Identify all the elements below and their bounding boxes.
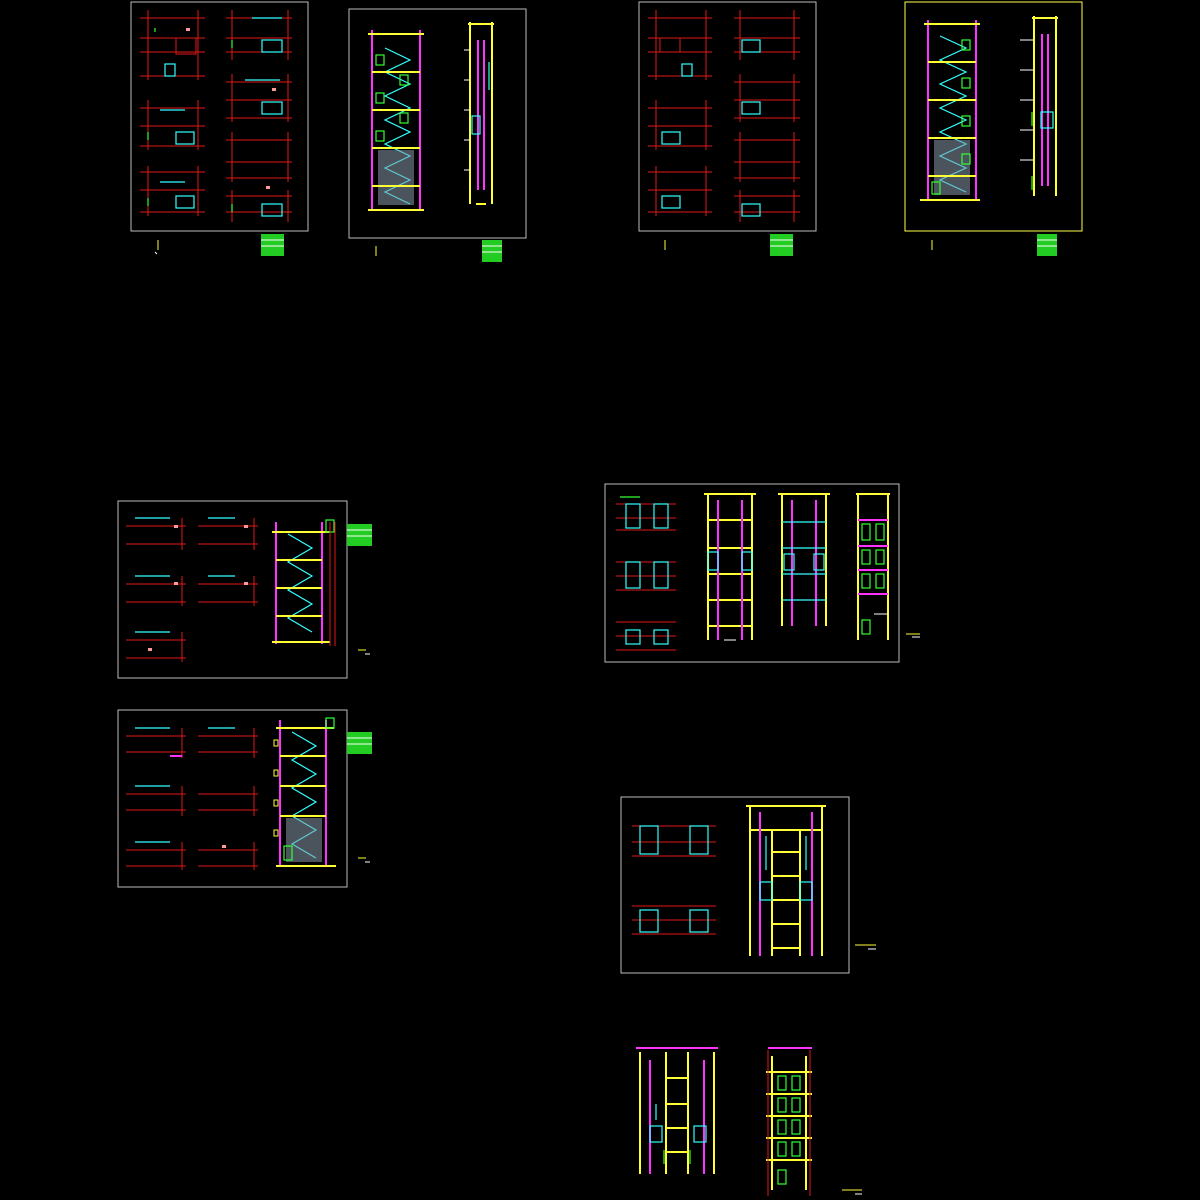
sheet-5-floor-plans <box>616 496 676 651</box>
sheet-6[interactable] <box>620 796 876 974</box>
sheet-3-titleblock <box>347 524 372 655</box>
sheet-5-titleblock <box>906 633 920 638</box>
sheet-7-section-b <box>766 1047 812 1196</box>
sheet-3-frame <box>117 500 348 679</box>
sheet-3[interactable] <box>117 500 372 679</box>
sheet-6-floor-plans <box>632 825 716 935</box>
sheet-7-titleblock <box>842 1189 862 1195</box>
sheet-7-section-a <box>636 1047 718 1174</box>
sheet-1-stair-section <box>368 22 494 211</box>
sheet-1[interactable] <box>130 1 527 262</box>
sheet-1-frame-section <box>348 8 527 239</box>
sheet-2-frame-section <box>904 1 1083 232</box>
sheet-1-section-titleblock <box>375 240 502 262</box>
sheet-1-frame-plans <box>130 1 309 232</box>
sheet-2-frame-plans <box>638 1 817 232</box>
sheet-6-frame <box>620 796 850 974</box>
sheet-3-floor-plans <box>126 517 258 662</box>
sheet-2-titleblock <box>664 234 793 256</box>
sheet-6-titleblock <box>855 944 876 950</box>
sheet-4[interactable] <box>117 709 372 888</box>
sheet-4-stair-section <box>273 717 336 867</box>
sheet-2-section-titleblock <box>931 234 1057 256</box>
sheet-3-stair-section <box>272 519 336 646</box>
sheet-2[interactable] <box>638 1 1083 256</box>
sheet-4-floor-plans <box>126 727 258 870</box>
sheet-5-sections <box>704 493 890 641</box>
sheet-7[interactable] <box>636 1047 862 1196</box>
sheet-5-frame <box>604 483 900 663</box>
sheet-1-titleblock <box>154 234 284 256</box>
sheet-4-titleblock <box>347 732 372 863</box>
sheet-2-floor-plans <box>648 10 800 222</box>
sheet-4-frame <box>117 709 348 888</box>
sheet-5[interactable] <box>604 483 920 663</box>
sheet-1-floor-plans <box>140 10 292 222</box>
sheet-2-stair-section <box>920 16 1058 201</box>
sheet-6-section <box>746 805 826 956</box>
